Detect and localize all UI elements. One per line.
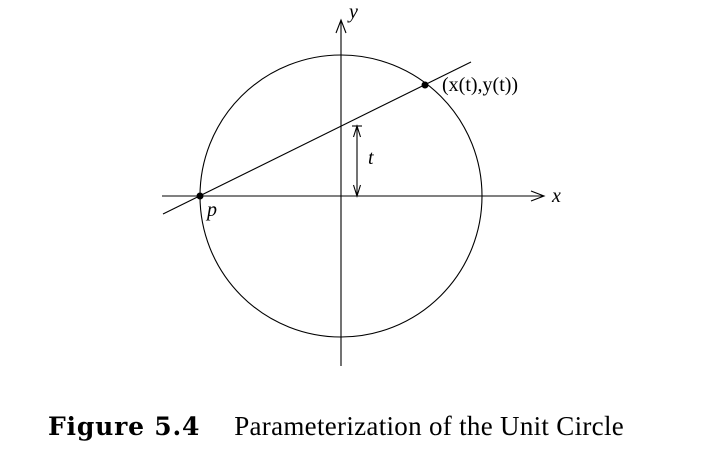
t-arrowhead-top [352,124,362,138]
xt-yt-label: (x(t),y(t)) [442,74,518,96]
figure-caption: Figure 5.4 Parameterization of the Unit C… [48,411,624,442]
x-axis-label: x [551,185,561,207]
figure-number: Figure 5.4 [48,412,201,441]
point-p [196,192,204,200]
p-label: p [205,199,217,221]
y-axis-label: y [347,1,358,23]
point-xt-yt [421,81,429,89]
y-axis-arrowhead [335,18,347,34]
secant-line [162,61,472,215]
figure-caption-text: Parameterization of the Unit Circle [234,411,625,441]
t-label: t [368,147,374,169]
t-arrowhead-bottom [352,184,362,198]
x-axis-arrowhead [530,190,546,202]
